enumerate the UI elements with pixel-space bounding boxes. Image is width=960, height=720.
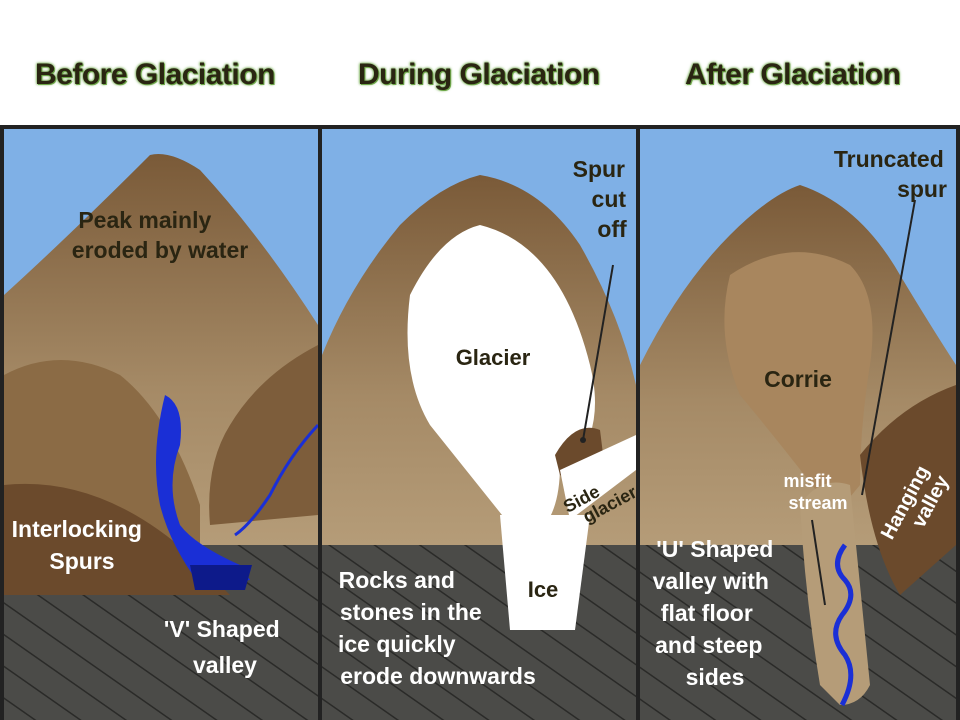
panel-during: Spur cut off Glacier Side glacier Ice Ro…: [322, 129, 636, 720]
label-interlocking-spurs: Interlocking Spurs: [12, 516, 149, 574]
label-glacier: Glacier: [456, 345, 531, 370]
side-glacier: [560, 435, 636, 520]
glaciation-diagram: Peak mainly eroded by water Interlocking…: [0, 125, 960, 720]
label-ice: Ice: [528, 577, 559, 602]
panel-after: Truncated spur Corrie misfit stream Hang…: [640, 129, 956, 720]
pointer-spur-cut: [582, 264, 614, 441]
label-misfit-stream: misfit stream: [783, 471, 847, 513]
label-u-shaped-valley: 'U' Shaped valley with flat floor and st…: [653, 536, 780, 690]
panel-before: Peak mainly eroded by water Interlocking…: [4, 129, 318, 720]
tributary: [234, 423, 318, 537]
title-during-glaciation: During Glaciation: [358, 58, 600, 91]
label-peak: Peak mainly eroded by water: [72, 207, 248, 263]
corrie: [724, 252, 873, 515]
glacier: [407, 225, 595, 525]
spur-left: [4, 360, 200, 565]
ice-tongue: [500, 515, 590, 630]
spur-right: [209, 345, 318, 525]
u-valley: [800, 482, 870, 705]
river-pool: [190, 565, 252, 590]
pointer-tip: [580, 437, 586, 443]
divider: [318, 125, 322, 720]
hanging-valley: [860, 385, 956, 595]
label-corrie: Corrie: [764, 366, 832, 392]
label-truncated-spur: Truncated spur: [834, 146, 950, 202]
pointer-misfit-stream: [811, 519, 826, 606]
divider: [636, 125, 640, 720]
title-before-glaciation: Before Glaciation: [35, 58, 275, 91]
label-rocks-stones: Rocks and stones in the ice quickly erod…: [338, 567, 536, 689]
river: [156, 395, 250, 585]
label-v-shaped-valley: 'V' Shaped valley: [164, 616, 286, 678]
pointer-truncated-spur: [861, 199, 916, 496]
title-after-glaciation: After Glaciation: [685, 58, 901, 91]
label-spur-cut-off: Spur cut off: [573, 156, 633, 242]
spur-front: [4, 483, 230, 595]
misfit-stream: [833, 543, 854, 707]
